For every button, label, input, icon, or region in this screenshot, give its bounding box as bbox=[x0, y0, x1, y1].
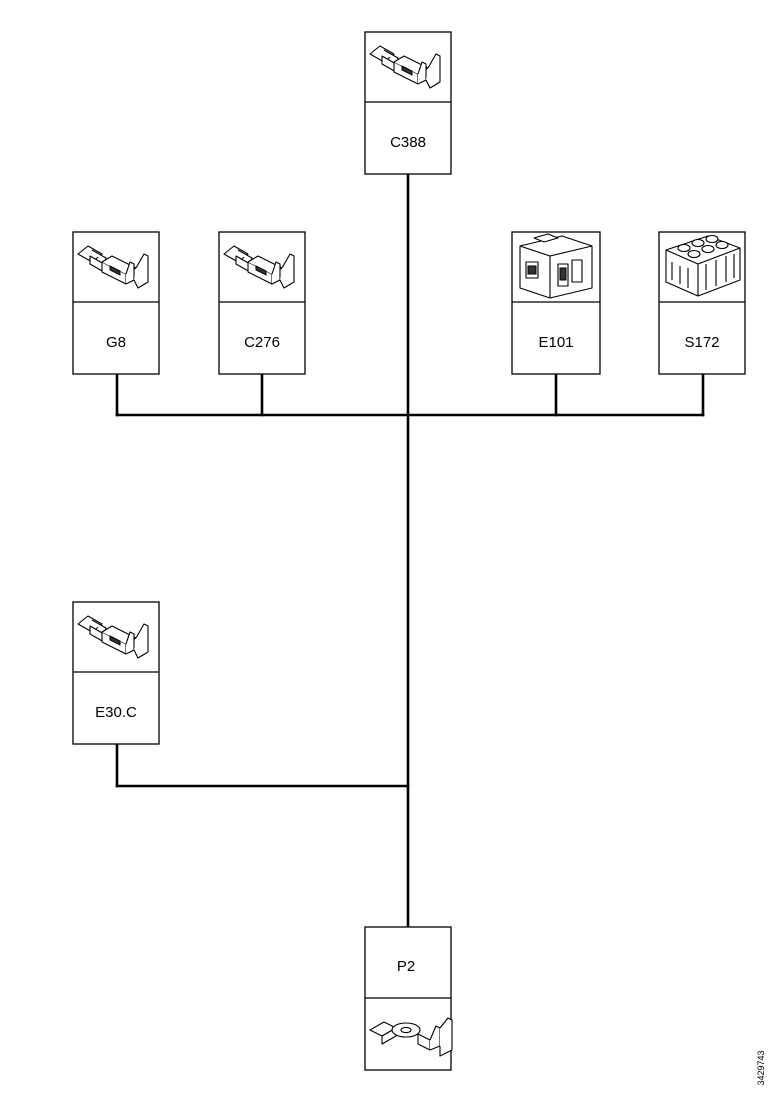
wire-harness bbox=[115, 172, 705, 929]
connector-label: S172 bbox=[684, 334, 719, 351]
connector-label: C276 bbox=[244, 334, 280, 351]
connector-box-c276: C276 bbox=[218, 231, 306, 375]
connector-box-s172: S172 bbox=[658, 231, 746, 375]
figure-id: 3429743 bbox=[756, 1050, 766, 1085]
connector-label: G8 bbox=[106, 334, 126, 351]
connector-box-e101: E101 bbox=[511, 231, 601, 375]
connector-box-p2: P2 bbox=[364, 926, 453, 1071]
connector-label: C388 bbox=[390, 134, 426, 151]
connector-label: E101 bbox=[538, 334, 573, 351]
connector-label: E30.C bbox=[95, 704, 137, 721]
connector-label: P2 bbox=[397, 958, 415, 975]
connector-box-c388: C388 bbox=[364, 31, 452, 175]
connector-box-e30c: E30.C bbox=[72, 601, 160, 745]
connector-box-g8: G8 bbox=[72, 231, 160, 375]
connector-housing-icon bbox=[519, 233, 593, 299]
